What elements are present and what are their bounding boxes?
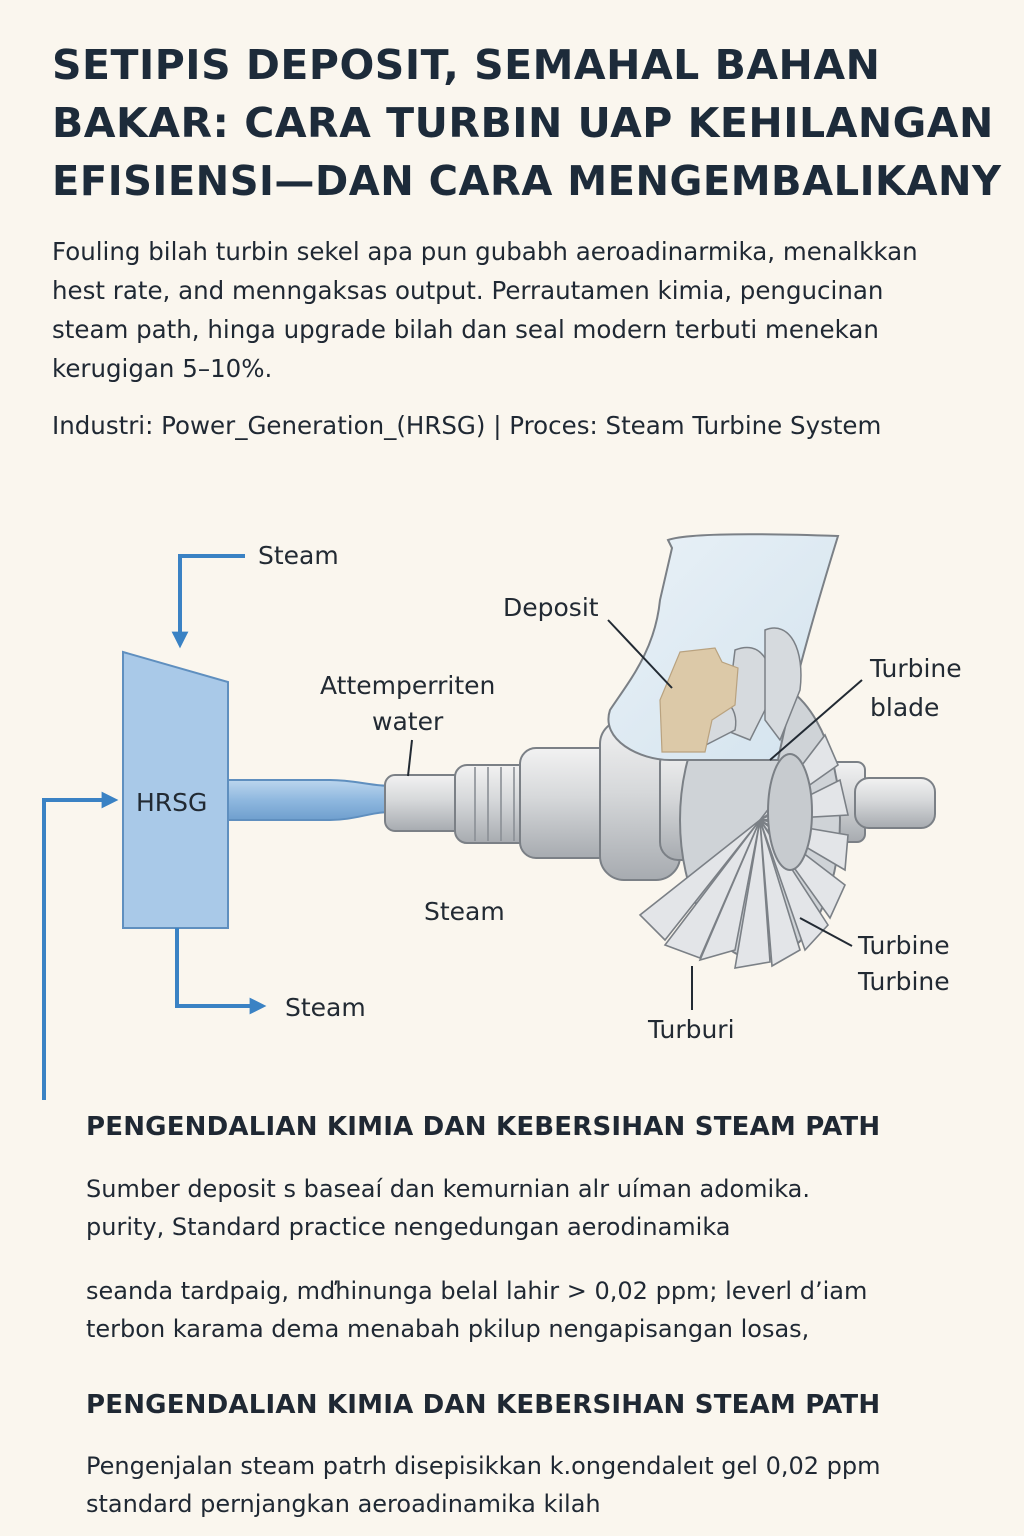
hrsg-box — [122, 650, 229, 929]
attemp-label-1: Attemperriten — [320, 671, 495, 700]
turbine-callout — [799, 917, 853, 947]
section-2-para-1: Pengenjalan steam patrh disepisikkan k.o… — [86, 1447, 881, 1523]
section-1-para-2-line-1: seanda tardpaig, mďhinunga belal lahir >… — [86, 1277, 868, 1305]
turbine-label-2: Turbine — [857, 967, 950, 996]
steam-pipe — [227, 779, 393, 821]
attemp-callout — [407, 739, 413, 777]
section-1-para-2: seanda tardpaig, mďhinunga belal lahir >… — [86, 1272, 867, 1348]
turbine-diagram: Steam HRSG Steam — [42, 533, 962, 1100]
steam-out-arrow — [175, 928, 267, 1015]
section-2-para-1-line-2: standard pernjangkan aeroadinamika kilah — [86, 1490, 601, 1518]
deposit-patch — [659, 647, 739, 753]
title-line-1: SETIPIS DEPOSIT, SEMAHAL BAHAN — [52, 41, 881, 89]
lead-paragraph: Fouling bilah turbin sekel apa pun gubab… — [52, 232, 992, 388]
return-line-arrow — [42, 791, 119, 1100]
section-2-heading: PENGENDALIAN KIMIA DAN KEBERSIHAN STEAM … — [86, 1390, 881, 1420]
blade-label-2: blade — [870, 693, 939, 722]
section-1-para-2-line-2: terbon karama dema menabah pkilup nengap… — [86, 1315, 810, 1343]
steam-mid-label: Steam — [424, 897, 505, 926]
lead-line-2: hest rate, and menngaksas output. Perrau… — [52, 276, 884, 305]
lead-line-4: kerugigan 5–10%. — [52, 354, 273, 383]
steam-in-arrow — [171, 554, 245, 649]
section-2-para-1-line-1: Pengenjalan steam patrh disepisikkan k.o… — [86, 1452, 881, 1480]
deposit-label: Deposit — [503, 593, 599, 622]
title-line-2: BAKAR: CARA TURBIN UAP KEHILANGAN — [52, 99, 994, 147]
turburi-label: Turburi — [647, 1015, 735, 1044]
turbine-label-1: Turbine — [857, 931, 950, 960]
lead-line-1: Fouling bilah turbin sekel apa pun gubab… — [52, 237, 918, 266]
steam-out-label: Steam — [285, 993, 366, 1022]
blade-callout — [769, 679, 863, 761]
industry-process-meta: Industri: Power_Generation_(HRSG) | Proc… — [52, 411, 882, 440]
deposit-callout — [607, 619, 673, 689]
steam-in-label: Steam — [258, 541, 339, 570]
page-title: SETIPIS DEPOSIT, SEMAHAL BAHAN BAKAR: CA… — [52, 36, 1002, 210]
section-1-heading: PENGENDALIAN KIMIA DAN KEBERSIHAN STEAM … — [86, 1112, 881, 1142]
section-1-para-1: Sumber deposit s baseaí dan kemurnian al… — [86, 1170, 810, 1246]
section-1-para-1-line-2: purity, Standard practice nengedungan ae… — [86, 1213, 731, 1241]
attemp-label-2: water — [372, 707, 444, 736]
blade-label-1: Turbine — [869, 654, 962, 683]
title-line-3: EFISIENSI—DAN CARA MENGEMBALIKANY — [52, 157, 1002, 205]
section-1-para-1-line-1: Sumber deposit s baseaí dan kemurnian al… — [86, 1175, 811, 1203]
hrsg-label: HRSG — [136, 788, 207, 817]
lead-line-3: steam path, hinga upgrade bilah dan seal… — [52, 315, 879, 344]
